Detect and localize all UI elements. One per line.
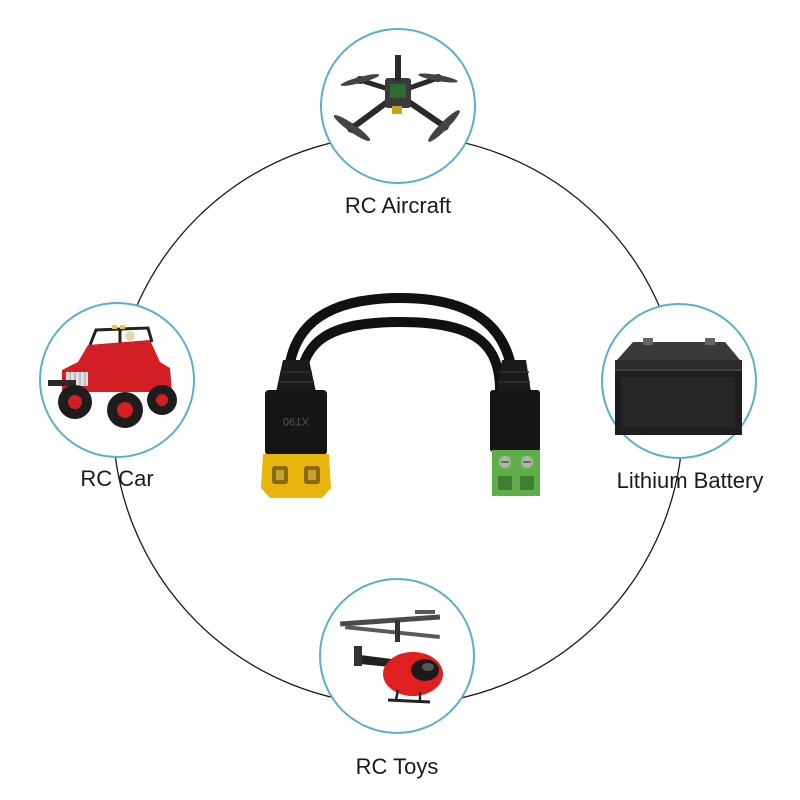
screw-terminal-icon [490, 360, 540, 496]
label-rc-aircraft: RC Aircraft [344, 193, 452, 218]
xt90-marking: XT90 [283, 415, 309, 427]
label-lithium-battery: Lithium Battery [616, 468, 764, 493]
label-rc-car: RC Car [80, 466, 154, 491]
label-rc-toys: RC Toys [355, 754, 439, 779]
drone-icon [333, 55, 460, 142]
battery-icon [615, 338, 742, 435]
xt90-connector-icon [261, 360, 331, 498]
helicopter-icon [339, 610, 443, 704]
adapter-cable [282, 292, 519, 395]
rc-car-icon [48, 325, 177, 428]
